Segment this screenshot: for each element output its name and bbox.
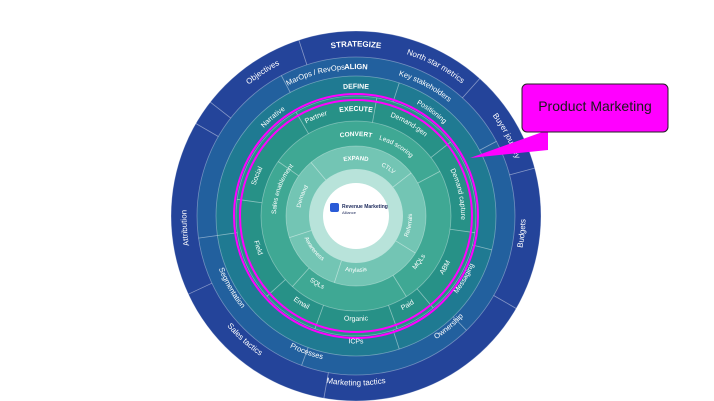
segment-execute-5-text: Organic [344, 315, 369, 323]
logo-line1: Revenue Marketing [342, 204, 388, 210]
segment-define-3-text: ICPs [348, 338, 364, 345]
highlight-ring-0 [233, 93, 479, 339]
segment-execute-7-text: Field [252, 240, 263, 256]
divider-define-2 [392, 330, 400, 350]
segment-execute-5: Organic [344, 315, 369, 323]
segment-strategize-6: Attribution [179, 210, 191, 247]
divider-strategize-4 [493, 295, 517, 309]
divider-expand-2 [333, 260, 342, 283]
segment-strategize-4: Marketing tactics [326, 376, 386, 388]
center-disc [323, 183, 389, 249]
divider-strategize-1 [298, 39, 308, 65]
ring-layer [170, 30, 542, 401]
divider-expand-1 [395, 240, 416, 254]
divider-strategize-2 [462, 78, 481, 99]
segment-strategize-3: Budgets [516, 219, 528, 249]
logo-line2: Alliance [342, 210, 357, 215]
segment-strategize-3-text: Budgets [516, 219, 528, 249]
divider-align-4 [198, 235, 218, 239]
ring-header-execute: EXECUTE [339, 106, 374, 114]
divider-convert-3 [277, 161, 299, 177]
highlight-ring-1 [239, 99, 473, 333]
segment-execute-7: Field [252, 240, 263, 256]
divider-define-3 [217, 232, 238, 236]
divider-align-0 [281, 75, 291, 93]
divider-strategize-6 [188, 282, 213, 295]
divider-align-3 [301, 347, 309, 366]
ring-header-strategize: STRATEGIZE [330, 39, 382, 50]
divider-define-1 [472, 244, 492, 251]
divider-align-2 [452, 316, 467, 331]
segment-strategize-6-text: Attribution [179, 210, 191, 247]
divider-strategize-5 [323, 372, 329, 399]
divider-strategize-0 [209, 101, 231, 119]
segment-expand-2-text: Anylasis [345, 267, 368, 274]
callout-label: Product Marketing [538, 98, 652, 114]
logo: Revenue Marketing Alliance [330, 203, 388, 215]
segment-expand-1-text: Referrals [404, 214, 414, 239]
divider-define-0 [392, 82, 400, 102]
divider-align-1 [479, 141, 497, 151]
ring-header-define: DEFINE [343, 83, 370, 91]
logo-mark-icon [330, 203, 339, 212]
ring-header-strategize-text: STRATEGIZE [330, 39, 382, 50]
segment-define-3: ICPs [348, 338, 364, 345]
ring-header-expand-text: EXPAND [343, 156, 370, 163]
segment-expand-2: Anylasis [345, 267, 368, 274]
ring-header-expand: EXPAND [343, 156, 370, 163]
divider-convert-2 [292, 267, 310, 287]
divider-expand-0 [392, 172, 412, 188]
ring-header-define-text: DEFINE [343, 83, 370, 91]
ring-header-convert: CONVERT [339, 131, 372, 140]
ring-header-execute-text: EXECUTE [339, 106, 374, 114]
divider-strategize-7 [195, 123, 219, 137]
divider-convert-0 [417, 171, 441, 184]
segment-expand-1: Referrals [404, 214, 414, 239]
segment-strategize-4-text: Marketing tactics [326, 376, 386, 388]
divider-expand-4 [310, 162, 327, 181]
ring-header-align-text: ALIGN [344, 62, 368, 71]
divider-layer [188, 39, 535, 399]
ring-header-convert-text: CONVERT [339, 131, 372, 140]
divider-strategize-3 [509, 167, 535, 176]
callout-pointer [470, 130, 548, 158]
divider-expand-3 [289, 230, 312, 239]
product-marketing-highlight [233, 93, 479, 339]
callout-box [521, 83, 669, 133]
divider-convert-1 [392, 275, 407, 297]
ring-header-align: ALIGN [344, 62, 368, 71]
